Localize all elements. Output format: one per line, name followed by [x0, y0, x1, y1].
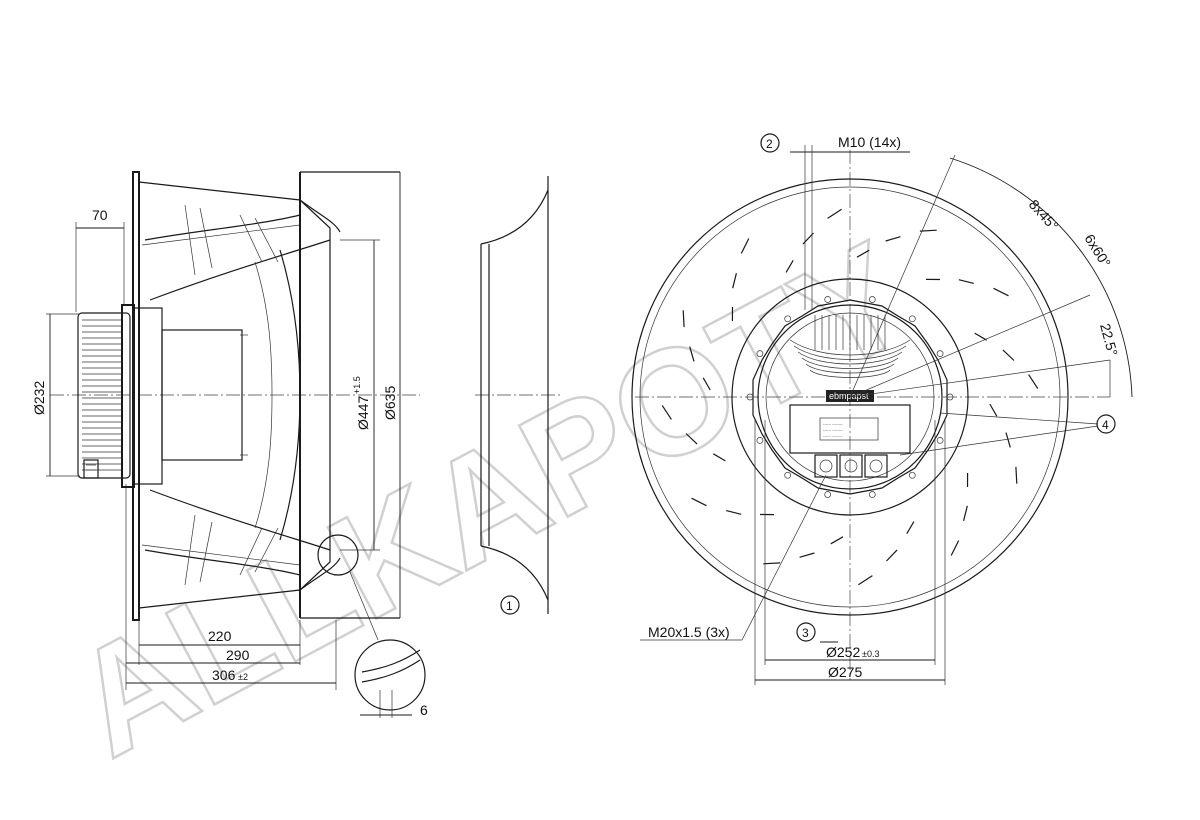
motor-rib [809, 369, 891, 378]
blade-mark [661, 405, 672, 420]
blade-mark [1002, 349, 1015, 361]
angle-8x45: 8x45° [1026, 196, 1062, 233]
blade-mark [1015, 466, 1018, 484]
blade-mark [993, 287, 1009, 297]
brand-logo: ebmpapst [829, 391, 869, 401]
bolt-hole [756, 437, 764, 444]
svg-text:------ --------: ------ -------- [823, 421, 843, 426]
dim-70: 70 [92, 207, 108, 223]
angle-22-5: 22.5° [1097, 322, 1121, 358]
bolt-hole [908, 315, 916, 323]
motor-rib [789, 339, 911, 356]
dim-447-tol: +1.5 [352, 376, 362, 394]
bolt-hole [936, 350, 944, 357]
blade-mark [958, 279, 974, 284]
impeller-back-plate [132, 171, 140, 621]
bolt-hole [784, 315, 792, 323]
bolt-hole [908, 471, 916, 479]
blade-mark [856, 249, 870, 258]
blade-mark [689, 346, 695, 362]
bolt-hole [784, 471, 792, 479]
blade-mark [712, 453, 726, 462]
motor-heatsink [77, 304, 248, 488]
svg-text:------ --------: ------ -------- [823, 433, 843, 438]
impeller-profile [138, 181, 331, 609]
dim-275: Ø275 [828, 664, 862, 680]
blade-mark [763, 562, 781, 565]
motor-rib [797, 351, 903, 365]
svg-text:------ --------: ------ -------- [823, 427, 843, 432]
blade-mark [726, 510, 742, 515]
blade-mark [682, 310, 685, 328]
bolt-hole [824, 491, 832, 498]
bolt-hole [946, 393, 954, 401]
blade-mark [885, 236, 901, 242]
dim-220: 220 [208, 628, 232, 644]
blade-mark [691, 497, 707, 507]
inlet-ring-view: 1 [475, 176, 560, 615]
callout-3: 3 [802, 626, 809, 640]
impeller-hub-ring [731, 278, 969, 516]
angle-6x60: 6x60° [1081, 231, 1114, 270]
blade-mark [702, 377, 711, 391]
blade-mark [989, 403, 998, 417]
bolt-hole [824, 296, 832, 303]
watermark: ALLKAPOTY [45, 208, 936, 789]
blade-mark [919, 229, 937, 232]
callout-1: 1 [506, 599, 513, 613]
inlet-ring-side [299, 171, 400, 619]
dim-306-tol: ±2 [238, 672, 248, 682]
blade-mark [1005, 432, 1011, 448]
blade-mark [963, 505, 968, 521]
detail-circle [317, 534, 359, 576]
bolt-hole [936, 437, 944, 444]
blade-mark [732, 273, 737, 289]
impeller-outer-disc [631, 178, 1069, 616]
blade-mark [858, 575, 873, 586]
motor-ribs [789, 315, 911, 378]
bolt-hole [746, 393, 754, 401]
detail-view-circle [354, 639, 426, 711]
thread-m20: M20x1.5 (3x) [648, 624, 730, 640]
terminal-box: ------ -------- ------ -------- ------ -… [789, 404, 911, 478]
dim-252: Ø252 [826, 644, 860, 660]
watermark-text: ALLKAPOTY [46, 210, 934, 789]
dim-6: 6 [420, 702, 428, 718]
blade-mark [830, 536, 844, 545]
blade-mark [785, 259, 794, 273]
motor-flange [746, 296, 954, 498]
dim-447: Ø447 [355, 396, 371, 430]
side-view: 70 Ø232 Ø447 +1.5 Ø635 220 290 306 ±2 6 [31, 171, 428, 718]
callout-2: 2 [766, 137, 773, 151]
dim-290: 290 [226, 647, 250, 663]
blade-mark [886, 549, 898, 562]
blade-mark [950, 540, 960, 556]
motor-rib [801, 357, 899, 369]
thread-m10: M10 (14x) [838, 134, 901, 150]
blade-mark [799, 552, 815, 558]
blade-mark [685, 433, 698, 445]
bolt-hole [756, 350, 764, 357]
blade-mark [974, 332, 988, 341]
blade-mark [1028, 374, 1039, 389]
dim-635: Ø635 [382, 386, 398, 420]
blade-mark [740, 238, 750, 254]
bolt-hole [868, 296, 876, 303]
motor-rib [805, 363, 895, 374]
blade-mark [827, 208, 842, 219]
dim-252-tol: ±0.3 [862, 649, 879, 659]
dim-232: Ø232 [31, 381, 47, 415]
blade-mark [906, 521, 915, 535]
dim-306: 306 [212, 667, 236, 683]
brand-logo-plate [826, 390, 874, 402]
callout-4: 4 [1102, 418, 1109, 432]
bolt-hole [868, 491, 876, 498]
motor-rib [793, 345, 907, 360]
